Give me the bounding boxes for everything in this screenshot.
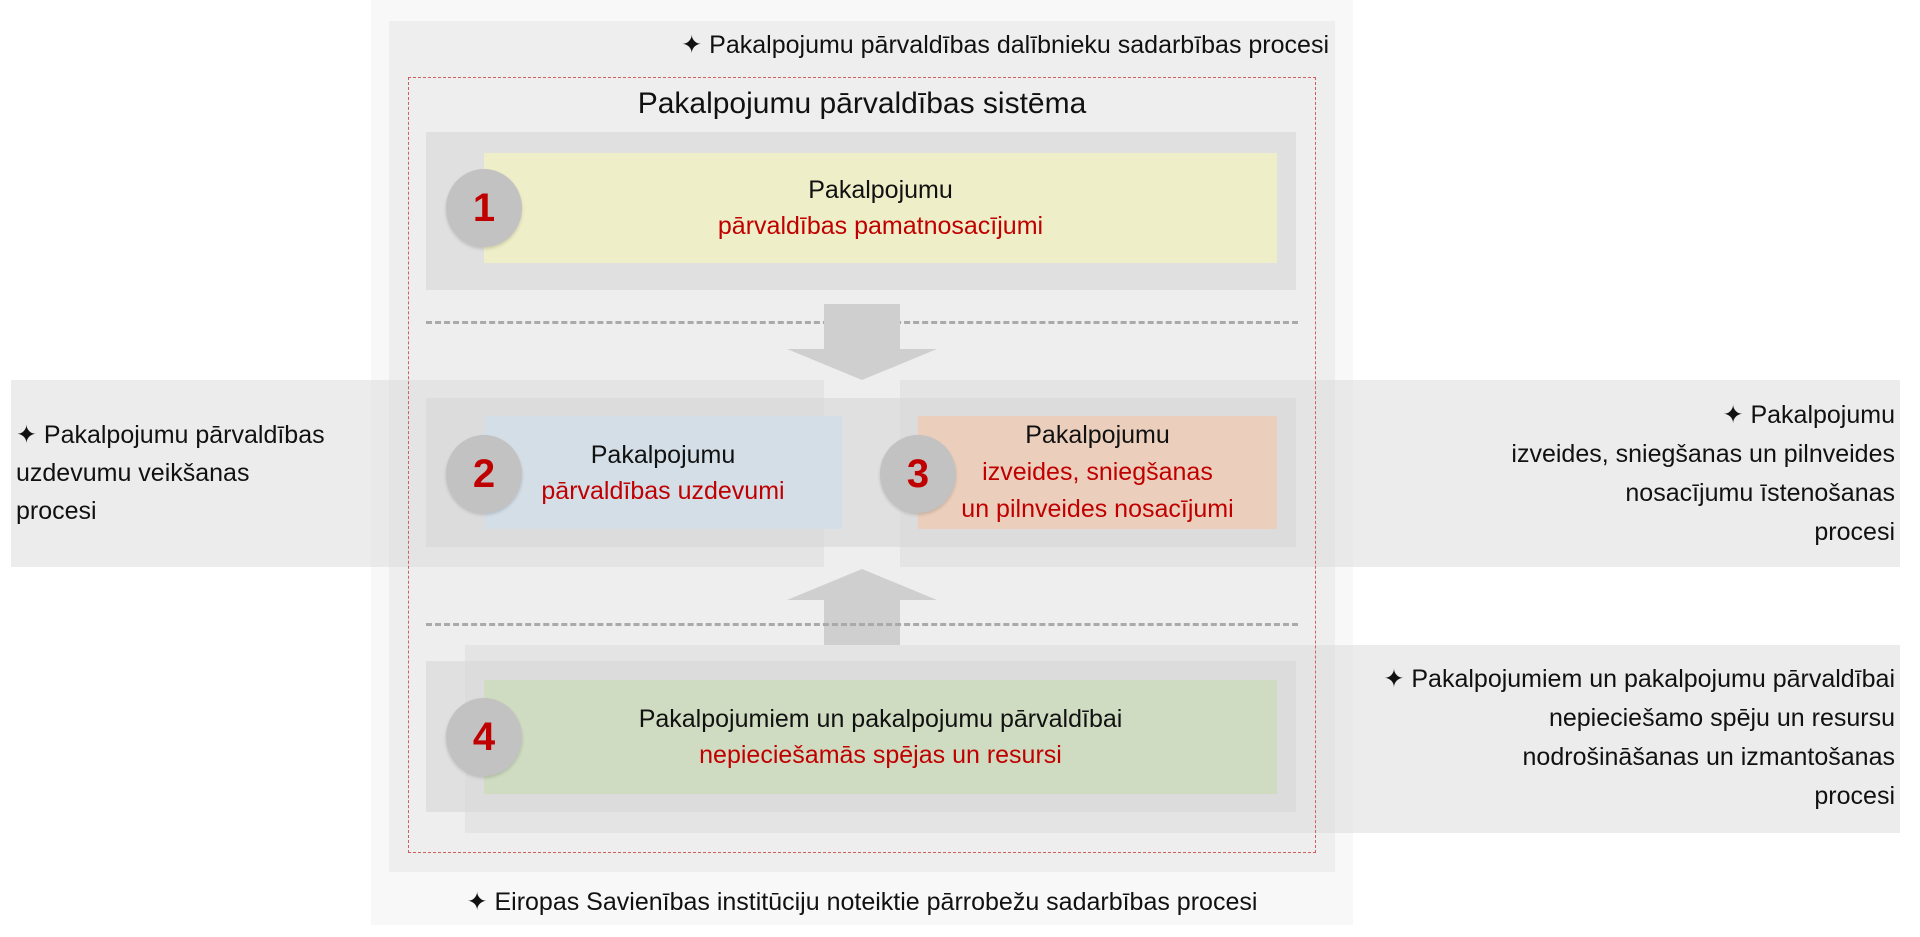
number-badge-4: 4 [446,698,522,776]
block-2-line1: Pakalpojumu [590,440,736,469]
number-badge-2: 2 [446,435,522,513]
block-1-line1: Pakalpojumu [808,176,953,204]
divider-bottom [426,623,1298,626]
left-caption: ✦ Pakalpojumu pārvaldības uzdevumu veikš… [16,416,325,530]
left-caption-line: procesi [16,497,97,525]
right-bottom-caption-line: ✦ Pakalpojumiem un pakalpojumu pārvaldīb… [1383,665,1895,693]
right-bottom-caption-line: nepieciešamo spēju un resursu [1548,704,1895,732]
right-bottom-caption: ✦ Pakalpojumiem un pakalpojumu pārvaldīb… [1383,660,1895,816]
right-middle-caption-line: procesi [1814,518,1895,546]
left-caption-line: uzdevumu veikšanas [16,459,250,487]
right-middle-caption: ✦ Pakalpojumu izveides, sniegšanas un pi… [1511,396,1895,552]
block-2-line2: pārvaldības uzdevumi [541,476,785,505]
right-middle-caption-line: ✦ Pakalpojumu [1722,401,1895,429]
block-2: Pakalpojumu pārvaldības uzdevumi [484,416,842,529]
block-4: Pakalpojumiem un pakalpojumu pārvaldībai… [484,680,1277,794]
block-4-line2: nepieciešamās spējas un resursi [699,741,1062,769]
right-middle-caption-line: izveides, sniegšanas un pilnveides [1511,440,1895,468]
system-boundary [408,77,1316,853]
block-1-line2: pārvaldības pamatnosacījumi [717,212,1044,240]
arrow-up-icon [787,569,937,645]
block-3: Pakalpojumu izveides, sniegšanas un piln… [918,416,1277,529]
bottom-caption: ✦ Eiropas Savienības institūciju noteikt… [466,888,1258,916]
arrow-down-icon [787,304,937,380]
left-caption-line: ✦ Pakalpojumu pārvaldības [16,421,325,449]
system-title: Pakalpojumu pārvaldības sistēma [637,87,1087,120]
block-3-line2: izveides, sniegšanas [982,458,1213,486]
block-3-line3: un pilnveides nosacījumi [961,495,1234,523]
block-4-line1: Pakalpojumiem un pakalpojumu pārvaldībai [638,705,1123,733]
block-1: Pakalpojumu pārvaldības pamatnosacījumi [484,153,1277,263]
number-badge-3: 3 [880,435,956,513]
number-badge-1: 1 [446,169,522,247]
block-3-line1: Pakalpojumu [1025,421,1170,449]
right-bottom-caption-line: procesi [1814,782,1895,810]
right-middle-caption-line: nosacījumu īstenošanas [1625,479,1895,507]
right-bottom-caption-line: nodrošināšanas un izmantošanas [1522,743,1895,771]
top-caption: ✦ Pakalpojumu pārvaldības dalībnieku sad… [681,31,1329,59]
